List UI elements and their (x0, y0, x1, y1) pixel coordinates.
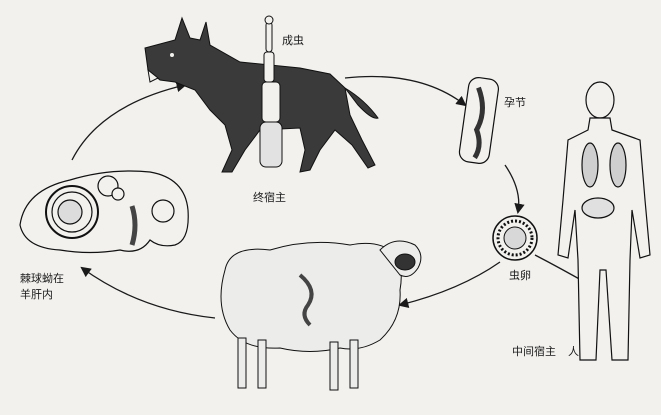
definitive-host-label: 终宿主 (253, 191, 286, 204)
human-illustration (557, 81, 651, 361)
dog-illustration (144, 16, 379, 173)
gravid-proglottid-label: 孕节 (504, 96, 526, 109)
liver-illustration (19, 170, 189, 254)
hydatid-cyst-label-line2: 羊肝内 (20, 288, 53, 301)
hydatid-cyst-label-line1: 棘球蚴在 (20, 272, 64, 285)
sheep-illustration (220, 240, 422, 391)
egg-illustration (492, 215, 538, 261)
cycle-arrows (71, 75, 592, 319)
arrow-proglottid-to-egg (504, 164, 525, 215)
arrow-liver-to-dog (71, 81, 188, 161)
egg-label: 虫卵 (509, 269, 531, 282)
arrow-egg-to-sheep (397, 261, 501, 309)
adult-worm-illustration (259, 15, 283, 168)
human-label: 人 (568, 345, 579, 358)
arrow-dog-to-proglottid (344, 75, 467, 107)
adult-worm-label: 成虫 (282, 34, 304, 47)
arrow-sheep-to-liver (80, 266, 216, 319)
intermediate-host-label: 中间宿主 (512, 345, 556, 358)
proglottid-illustration (458, 77, 500, 164)
